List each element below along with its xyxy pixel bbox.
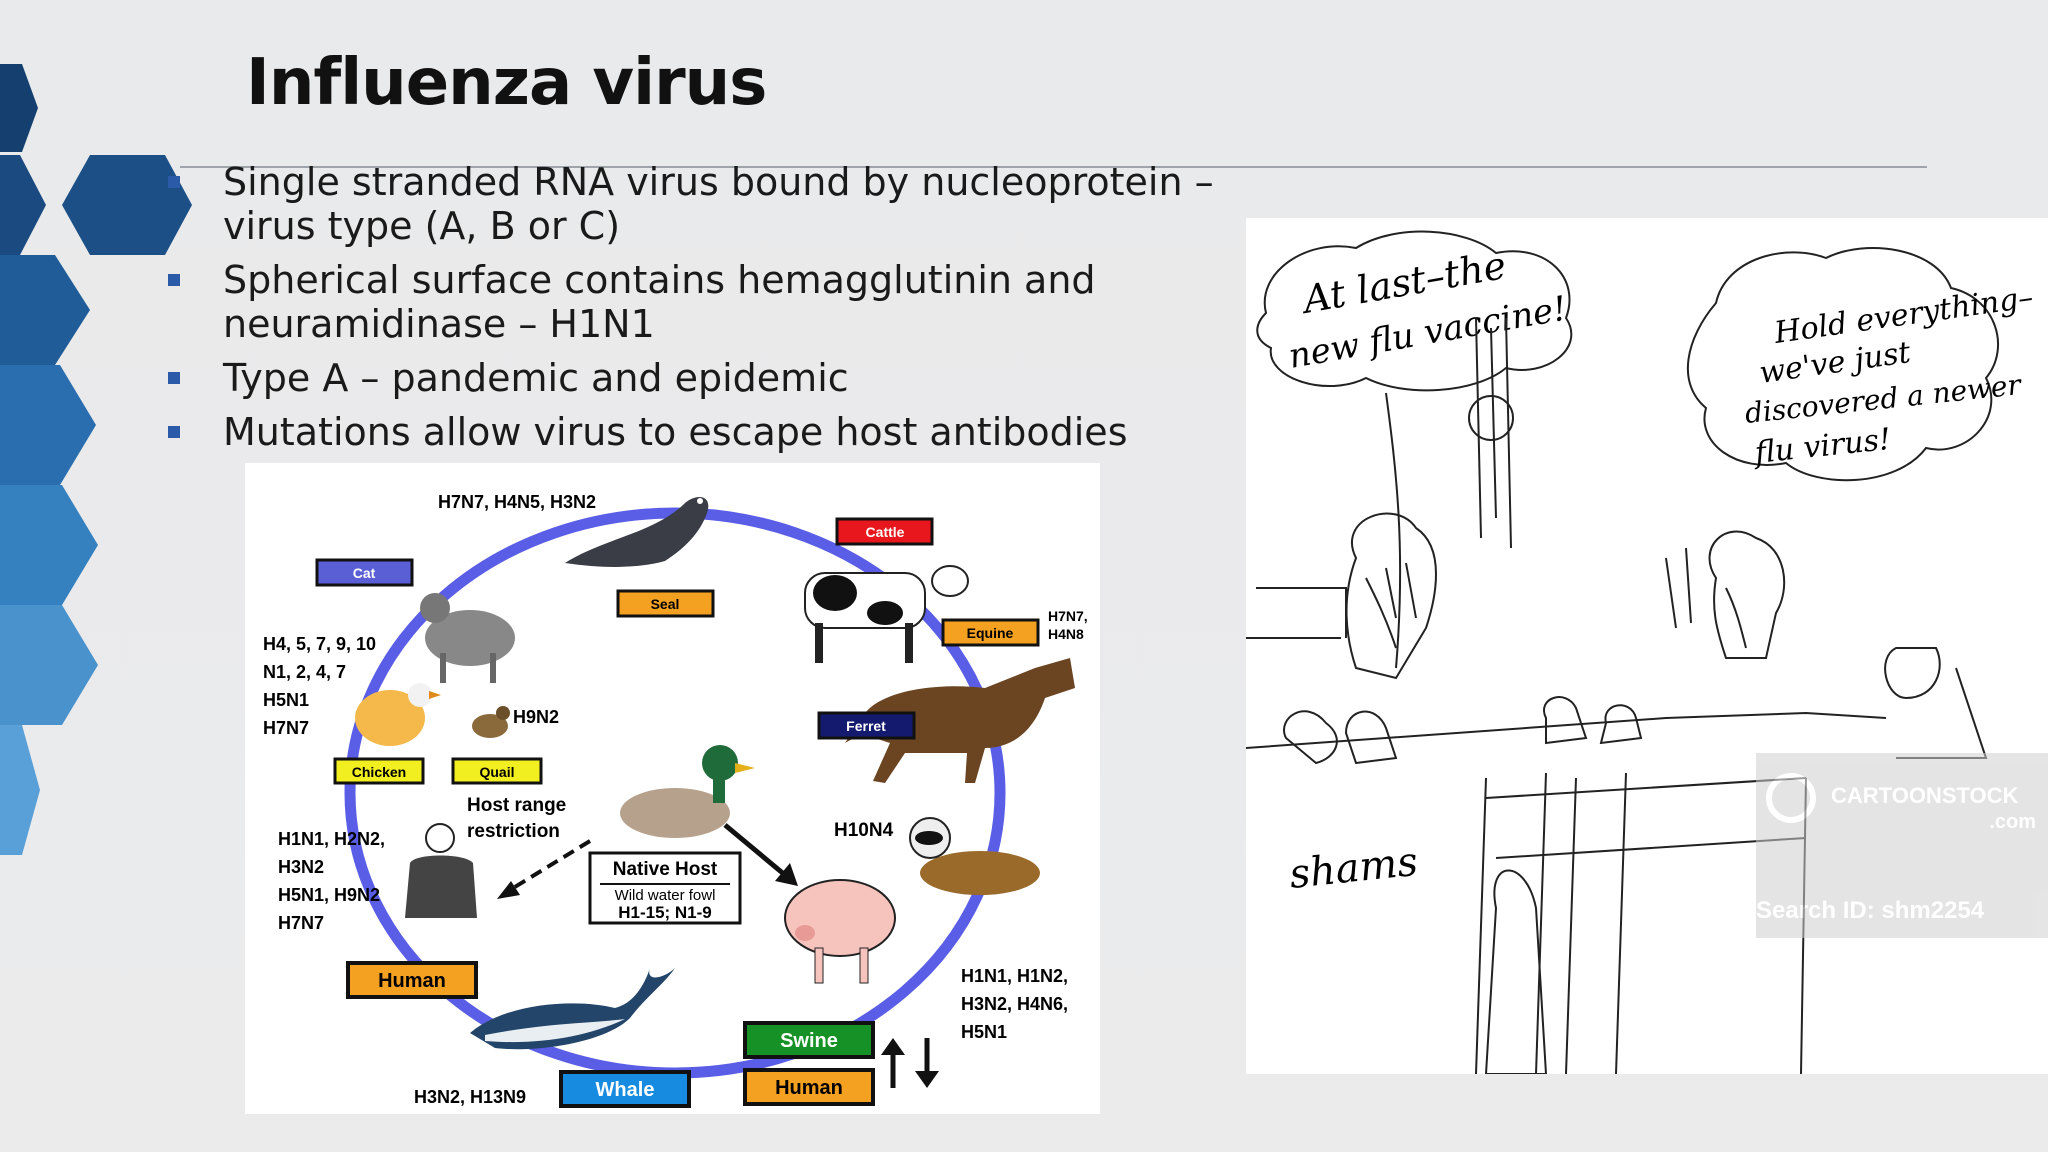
host-label-swine-text: Swine: [780, 1030, 838, 1052]
bullet-text: Spherical surface contains hemagglutinin…: [223, 258, 1096, 346]
bullet-item: Single stranded RNA virus bound by nucle…: [160, 160, 1290, 248]
pig-icon: [784, 879, 896, 984]
speech-bubble-left: [1256, 230, 1573, 392]
cat-icon: [420, 593, 515, 683]
bullet-square-icon: [168, 176, 180, 188]
horse-icon: [845, 658, 1075, 783]
subtype-quail: H9N2: [513, 707, 559, 727]
cartoonstock-logo-icon: [1766, 773, 1816, 823]
native-host-box: [588, 851, 742, 925]
bullet-text: Type A – pandemic and epidemic: [223, 356, 849, 400]
host-range-diagram: H7N7, H4N5, H3N2 Seal Cat Cattle Equine …: [245, 463, 1100, 1114]
host-range-arrow: [503, 839, 592, 895]
host-label-human-left-text: Human: [378, 970, 446, 992]
host-label-chicken-text: Chicken: [352, 764, 406, 780]
bullet-item: Spherical surface contains hemagglutinin…: [160, 258, 1290, 346]
quail-icon: [472, 706, 510, 738]
cow-icon: [804, 565, 969, 663]
slide-title: Influenza virus: [246, 46, 767, 120]
subtype-human-2: H3N2: [278, 857, 324, 877]
bullet-item: Mutations allow virus to escape host ant…: [160, 410, 1290, 454]
flu-cartoon: At last–the new flu vaccine! Hold everyt…: [1246, 218, 2048, 1074]
host-label-cat-text: Cat: [353, 565, 376, 581]
subtype-swine-2: H3N2, H4N6,: [961, 994, 1068, 1014]
host-label-human-left: [346, 961, 478, 999]
subtype-human-4: H7N7: [278, 913, 324, 933]
host-label-cat: [315, 558, 414, 587]
cartoonstock-watermark: CARTOONSTOCK .com Search ID: shm2254: [1756, 753, 2048, 938]
host-label-quail: [451, 757, 543, 785]
transmission-arrow: [723, 823, 787, 877]
cartoon-signature: shams: [1287, 839, 1420, 898]
up-down-arrows-icon: [881, 1038, 939, 1088]
subtype-human-3: H5N1, H9N2: [278, 885, 380, 905]
bullet-square-icon: [168, 426, 180, 438]
watermark-domain: .com: [1989, 811, 2036, 833]
subtype-cat-1: H4, 5, 7, 9, 10: [263, 634, 376, 654]
native-host-line1: Wild water fowl: [615, 887, 716, 904]
bullet-square-icon: [168, 274, 180, 286]
whale-icon: [470, 968, 675, 1050]
host-label-human-bottom: [743, 1068, 875, 1106]
native-host-title: Native Host: [613, 859, 718, 880]
host-label-whale-text: Whale: [596, 1079, 655, 1101]
subtype-equine-1: H7N7,: [1048, 608, 1088, 624]
host-label-equine-text: Equine: [967, 625, 1014, 641]
bullet-list: Single stranded RNA virus bound by nucle…: [160, 160, 1290, 464]
host-label-cattle: [835, 517, 934, 546]
subtype-cat-2: N1, 2, 4, 7: [263, 662, 346, 682]
chicken-icon: [355, 683, 441, 746]
ferret-icon: [909, 817, 1040, 895]
watermark-brand: CARTOONSTOCK: [1831, 783, 2019, 808]
duck-icon: [620, 745, 755, 838]
host-label-swine: [743, 1021, 875, 1059]
speech-bubble-right: [1686, 247, 2000, 482]
watermark-search: Search ID: shm2254: [1756, 897, 1985, 924]
subtype-swine-3: H5N1: [961, 1022, 1007, 1042]
host-label-human-bottom-text: Human: [775, 1077, 843, 1099]
subtype-cat-3: H5N1: [263, 690, 309, 710]
native-host-line2: H1-15; N1-9: [618, 903, 712, 922]
host-range-text-2: restriction: [467, 821, 560, 842]
subtype-swine-1: H1N1, H1N2,: [961, 966, 1068, 986]
subtype-human-1: H1N1, H2N2,: [278, 829, 385, 849]
subtype-ferret: H10N4: [834, 820, 894, 841]
subtype-cat-4: H7N7: [263, 718, 309, 738]
subtype-equine-2: H4N8: [1048, 626, 1084, 642]
host-label-seal-text: Seal: [651, 596, 680, 612]
host-label-quail-text: Quail: [479, 764, 514, 780]
host-label-ferret-text: Ferret: [846, 718, 886, 734]
bullet-text: Single stranded RNA virus bound by nucle…: [223, 160, 1214, 248]
bullet-text: Mutations allow virus to escape host ant…: [223, 410, 1128, 454]
seal-icon: [565, 497, 709, 567]
flu-cartoon-svg: At last–the new flu vaccine! Hold everyt…: [1246, 230, 2048, 1074]
bullet-square-icon: [168, 372, 180, 384]
host-label-ferret: [817, 711, 916, 740]
host-label-chicken: [333, 757, 425, 785]
subtype-whale: H3N2, H13N9: [414, 1087, 526, 1107]
human-icon: [405, 823, 477, 918]
hexagon-decoration: [0, 64, 192, 855]
title-divider: [180, 166, 1927, 168]
host-label-seal: [616, 589, 715, 618]
subtype-seal: H7N7, H4N5, H3N2: [438, 492, 596, 512]
host-label-equine: [941, 618, 1040, 647]
host-range-text-1: Host range: [467, 795, 566, 816]
host-range-diagram-svg: H7N7, H4N5, H3N2 Seal Cat Cattle Equine …: [263, 492, 1088, 1108]
host-label-whale: [559, 1070, 691, 1108]
bullet-item: Type A – pandemic and epidemic: [160, 356, 1290, 400]
host-label-cattle-text: Cattle: [866, 524, 905, 540]
